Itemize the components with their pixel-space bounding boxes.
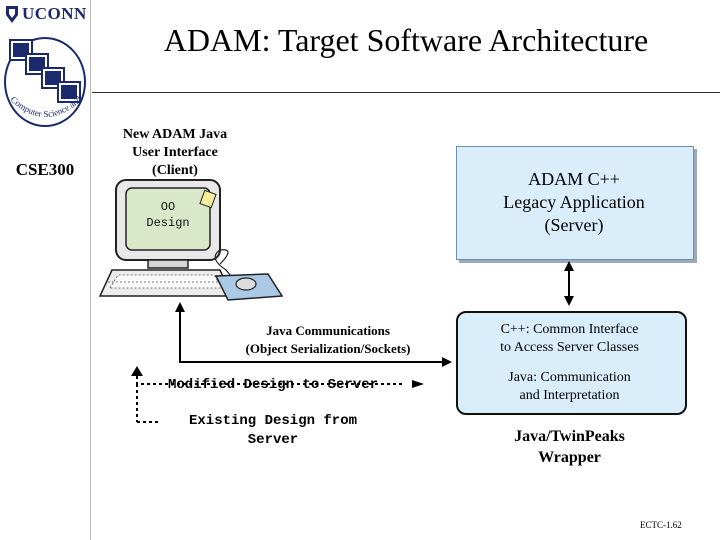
wrapper-cpp-line: C++: Common Interface [500,322,639,337]
wrapper-java-text: Java: Communication and Interpretation [456,369,683,405]
server-label-line: Legacy Application [503,192,645,212]
sidebar: UCONN Computer Science and Engineering C… [0,0,91,540]
client-label-line: New ADAM Java [122,127,228,142]
legend-existing-line: Server [247,432,299,448]
page-title: ADAM: Target Software Architecture [163,22,649,58]
wrapper-cpp-line: to Access Server Classes [500,340,639,355]
mouse-icon [214,273,284,301]
wrapper-label-line: Java/TwinPeaks [514,428,625,445]
wrapper-label-line: Wrapper [538,449,601,466]
title-divider [92,92,720,93]
cse-seal-logo: Computer Science and Engineering [2,30,86,127]
server-label: ADAM C++ Legacy Application (Server) [456,168,692,237]
communication-label-line: Java Communications [266,323,390,338]
communication-label-line: (Object Serialization/Sockets) [245,341,411,356]
computer-icon: OO Design [98,179,284,301]
uconn-shield-icon [6,6,18,23]
wrapper-cpp-text: C++: Common Interface to Access Server C… [456,321,683,357]
keyboard-icon [98,269,234,297]
wrapper-box [456,311,687,415]
legend-existing-label: Existing Design from Server [164,412,382,450]
sticky-note-icon [199,189,217,209]
wrapper-label: Java/TwinPeaks Wrapper [456,426,683,468]
screen-text-design: Design [146,216,189,230]
server-box [456,146,694,260]
course-code: CSE300 [15,160,75,179]
legend-modified-label: Modified Design to Server [168,377,379,393]
brand-name: UCONN [22,4,87,23]
communication-label: Java Communications (Object Serializatio… [228,322,428,358]
wrapper-java-line: Java: Communication [508,370,631,385]
legend-existing-line: Existing Design from [188,413,358,429]
screen-text-oo: OO [161,200,175,214]
client-label: New ADAM Java User Interface (Client) [100,126,250,180]
server-label-line: ADAM C++ [528,169,620,189]
client-label-line: User Interface [132,145,218,160]
wrapper-java-line: and Interpretation [519,388,620,403]
client-label-line: (Client) [152,163,198,178]
server-label-line: (Server) [544,215,604,235]
slide-id: ECTC-1.62 [640,520,682,530]
